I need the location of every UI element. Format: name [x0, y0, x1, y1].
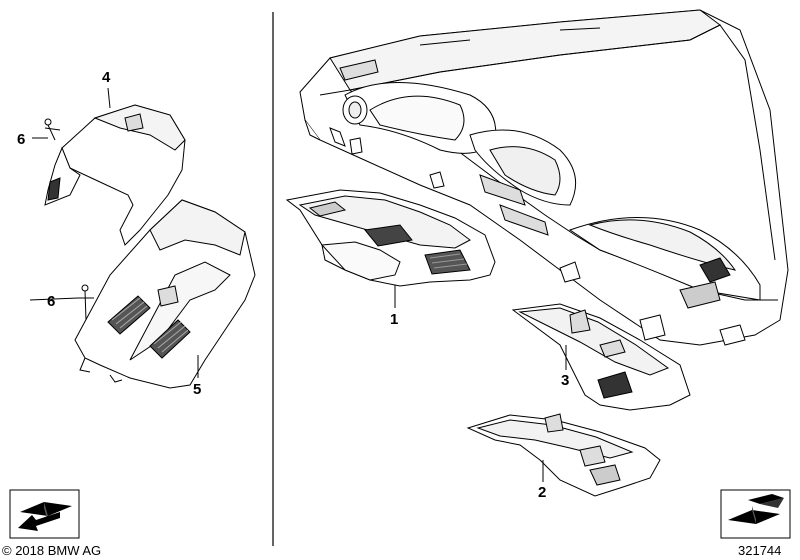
vent-grille-right [149, 319, 191, 359]
part-1-panel [285, 189, 496, 287]
arrow-right-icon[interactable] [720, 489, 791, 539]
vent-grille-left [107, 295, 151, 335]
leader-lines [29, 87, 567, 482]
part-4-cover [44, 104, 186, 246]
diagram-number: 321744 [738, 543, 781, 558]
part-2-panel [466, 413, 661, 497]
callout-6-bottom: 6 [47, 293, 55, 310]
copyright-text: © 2018 BMW AG [2, 543, 101, 558]
callout-2: 2 [538, 484, 546, 501]
callout-1: 1 [390, 311, 398, 328]
arrow-left-icon[interactable] [9, 489, 80, 539]
callout-3: 3 [561, 372, 569, 389]
callout-4: 4 [102, 69, 111, 86]
screw-6-bottom [78, 284, 94, 321]
screw-6-top [44, 118, 61, 141]
callout-5: 5 [193, 381, 201, 398]
part-5-cover [74, 199, 256, 389]
dashboard-panel [299, 9, 789, 346]
part-3-panel [511, 303, 691, 411]
callout-6-top: 6 [17, 131, 25, 148]
